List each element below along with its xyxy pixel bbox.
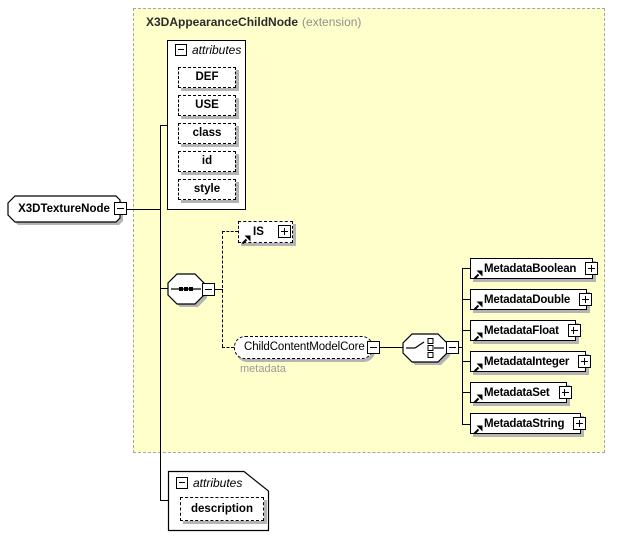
attribute-node-description[interactable]: description [180,497,264,521]
collapse-toggle-icon[interactable] [367,341,380,354]
element-node-label: IS [253,226,264,238]
element-node-metadatainteger[interactable]: MetadataInteger [470,351,592,372]
element-node-label: MetadataBoolean [484,262,577,275]
element-node-label: MetadataInteger [484,355,570,368]
element-node-x3dtexturenode[interactable]: X3DTextureNode [7,195,123,225]
connector-line [160,288,169,289]
group-node-label: ChildContentModelCore [244,341,365,353]
connector-dashed-line [222,231,238,232]
attribute-node-style[interactable]: style [178,179,236,200]
collapse-toggle-icon[interactable] [202,283,215,296]
extension-title: X3DAppearanceChildNode [146,15,299,29]
reference-arrow-icon [473,267,483,279]
connector-line [462,299,470,300]
expand-toggle-icon[interactable] [278,225,291,238]
connector-line [462,361,470,362]
element-node-metadatastring[interactable]: MetadataString [470,413,587,434]
extension-header: X3DAppearanceChildNode(extension) [146,15,361,29]
connector-line [380,347,403,348]
element-node-label: MetadataString [484,417,565,430]
element-node-metadataset[interactable]: MetadataSet [470,382,572,403]
attributes-panel-label: attributes [193,476,243,490]
connector-trunk [160,125,161,500]
connector-line [215,289,223,290]
connector-dashed-line [222,231,223,347]
connector-line [462,268,470,269]
collapse-toggle-icon[interactable] [114,202,127,215]
reference-arrow-icon [473,360,483,372]
attribute-node-id[interactable]: id [178,151,236,172]
expand-toggle-icon[interactable] [578,355,592,368]
reference-arrow-icon [473,298,483,310]
choice-icon [402,333,450,365]
collapse-toggle-icon[interactable] [446,341,459,354]
collapse-toggle-icon[interactable] [175,44,187,56]
element-node-label: X3DTextureNode [18,203,110,215]
expand-toggle-icon[interactable] [558,386,572,399]
reference-arrow-icon [241,232,251,245]
reference-arrow-icon [473,329,483,341]
expand-toggle-icon[interactable] [567,324,581,337]
element-node-shape [7,195,123,225]
connector-line [160,500,169,501]
element-node-label: MetadataFloat [484,324,559,337]
attribute-node-class[interactable]: class [178,123,236,144]
connector-trunk [462,268,463,425]
attribute-node-def[interactable]: DEF [178,67,236,88]
sequence-icon [167,273,207,307]
expand-toggle-icon[interactable] [585,262,599,275]
reference-arrow-icon [473,391,483,403]
connector-dashed-line [222,347,234,348]
connector-line [127,209,160,210]
attributes-panel-label: attributes [192,43,242,57]
reference-arrow-icon [473,422,483,434]
element-node-metadataboolean[interactable]: MetadataBoolean [470,258,599,279]
attribute-node-use[interactable]: USE [178,95,236,116]
connector-line [160,125,168,126]
element-node-label: MetadataSet [484,386,550,399]
connector-line [462,392,470,393]
collapse-toggle-icon[interactable] [176,477,188,489]
element-node-metadatafloat[interactable]: MetadataFloat [470,320,581,341]
extension-suffix: (extension) [302,15,362,29]
element-node-metadatadouble[interactable]: MetadataDouble [470,289,593,310]
group-node-childcontentmodelcore[interactable]: ChildContentModelCore [234,336,373,359]
annotation-text: metadata [240,363,286,375]
connector-line [462,330,470,331]
connector-line [459,347,463,348]
element-node-is[interactable]: IS [238,221,293,245]
element-node-label: MetadataDouble [484,293,571,306]
expand-toggle-icon[interactable] [579,293,593,306]
expand-toggle-icon[interactable] [573,417,587,430]
connector-line [462,424,470,425]
